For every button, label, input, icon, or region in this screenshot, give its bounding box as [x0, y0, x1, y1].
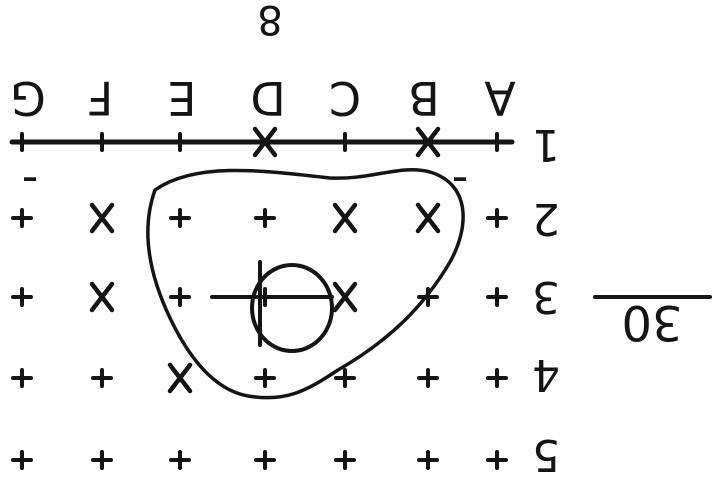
- plus-mark-a2: [486, 208, 508, 228]
- column-labels: A B C D E F G 8: [10, 0, 516, 125]
- circled-target-d3: [210, 260, 334, 353]
- minus-sign-left: -: [22, 149, 39, 203]
- cross-mark-c3: [332, 281, 358, 313]
- plus-mark-a4: [486, 368, 508, 388]
- column-label-b: B: [408, 71, 440, 125]
- row-label-2: 2: [532, 193, 560, 244]
- row-label-1: 1: [532, 119, 560, 170]
- cross-mark-c2: [332, 202, 358, 234]
- row-label-5: 5: [532, 429, 560, 480]
- plus-mark-g1: [11, 132, 33, 152]
- plus-mark-f1: [91, 132, 113, 152]
- plus-mark-c1: [334, 132, 356, 152]
- cross-mark-b1: [415, 126, 441, 158]
- plus-mark-e5: [169, 450, 191, 470]
- side-number: 30: [621, 294, 682, 350]
- column-note-8: 8: [257, 0, 282, 42]
- row-label-4: 4: [532, 349, 560, 400]
- plus-mark-g4: [11, 368, 33, 388]
- column-label-e: E: [167, 71, 196, 125]
- plus-mark-f4: [91, 368, 113, 388]
- cross-mark-d1: [252, 126, 278, 158]
- column-label-d: D: [250, 71, 285, 125]
- plus-mark-e1: [169, 132, 191, 152]
- plus-mark-f5: [91, 450, 113, 470]
- cross-mark-e4: [167, 362, 193, 394]
- plus-mark-g5: [11, 450, 33, 470]
- column-label-g: G: [10, 71, 46, 125]
- plus-mark-g2: [11, 208, 33, 228]
- plus-mark-e3: [169, 287, 191, 307]
- plus-mark-b4: [417, 368, 439, 388]
- plus-mark-c5: [334, 450, 356, 470]
- cross-mark-b2: [415, 202, 441, 234]
- row-label-3: 3: [532, 271, 560, 322]
- row-labels: 1 2 3 4 5: [532, 119, 560, 480]
- plus-mark-a3: [486, 287, 508, 307]
- column-label-a: A: [484, 71, 516, 125]
- plus-mark-c4: [334, 368, 356, 388]
- closed-loop: [146, 168, 465, 400]
- plus-mark-b5: [417, 450, 439, 470]
- plus-mark-d4: [254, 368, 276, 388]
- target-circle: [250, 263, 334, 353]
- plus-mark-e2: [169, 208, 191, 228]
- plus-mark-d5: [254, 450, 276, 470]
- plus-mark-g3: [11, 287, 33, 307]
- plus-mark-d2: [254, 208, 276, 228]
- cross-mark-f3: [89, 281, 115, 313]
- column-label-c: C: [329, 71, 361, 125]
- plus-mark-a5: [486, 450, 508, 470]
- cross-mark-f2: [89, 202, 115, 234]
- plus-mark-a1: [486, 132, 508, 152]
- column-label-f: F: [87, 71, 113, 125]
